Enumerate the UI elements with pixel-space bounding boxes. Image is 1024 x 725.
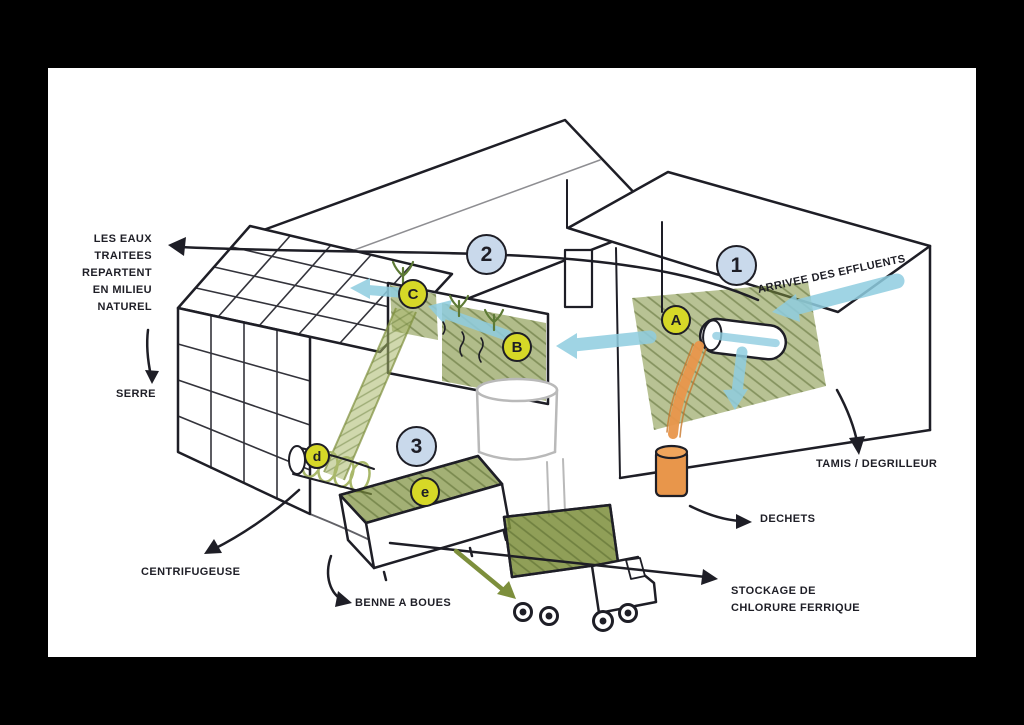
marker-step-3: 3 (396, 426, 437, 467)
greenhouse-building (176, 224, 454, 547)
screen-drum (698, 317, 788, 361)
sludge-conveyor (323, 307, 417, 481)
label-serre: SERRE (116, 388, 156, 400)
label-centrifugeuse: CENTRIFUGEUSE (141, 566, 241, 578)
waste-pipe (654, 341, 707, 498)
arrow-skip-to-truck (453, 548, 516, 599)
water-ripples (442, 321, 484, 363)
label-treated-water: LES EAUX TRAITEES REPARTENT EN MILIEU NA… (81, 233, 152, 314)
annotation-arrows (145, 237, 865, 607)
arrow-centrifugeuse (212, 488, 301, 551)
marker-point-e: e (410, 477, 440, 507)
label-tamis-degrilleur: TAMIS / DEGRILLEUR (816, 458, 938, 470)
marker-point-c: C (398, 279, 428, 309)
marker-point-d: d (304, 443, 330, 469)
marker-step-2: 2 (466, 234, 507, 275)
grey-tank (475, 377, 566, 517)
water-inlet-flow (772, 273, 905, 322)
label-dechets: DECHETS (760, 513, 816, 525)
arrow-stockage (388, 541, 708, 579)
arrow-treated-water (178, 245, 760, 302)
label-stockage: STOCKAGE DE CHLORURE FERRIQUE (731, 585, 861, 615)
marker-step-1: 1 (716, 245, 757, 286)
greenhouse-roof-grid (195, 235, 435, 344)
greenhouse-wall-grid (177, 314, 311, 500)
label-benne-a-boues: BENNE A BOUES (355, 597, 452, 609)
marker-point-b: B (502, 332, 532, 362)
marker-point-a: A (661, 305, 691, 335)
